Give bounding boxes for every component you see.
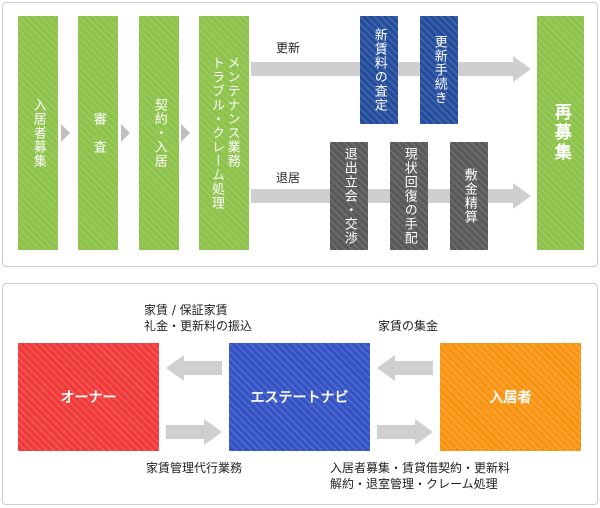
moveout-item-restoration: 現状回復の手配 [390,142,428,250]
moveout-item-inspection: 退出立会・交渉 [330,142,368,250]
arrow-left-icon [377,355,395,381]
renewal-item-rent-assessment: 新賃料の査定 [360,16,398,124]
arrow-right-icon [513,183,531,209]
renewal-label: 更新 [276,41,301,55]
step-screening: 審 査 [78,16,118,250]
rent-collection-label: 家賃の集金 [378,319,439,333]
moveout-arrow-bar [251,189,514,203]
owner-box: オーナー [18,343,159,451]
owner-service-arrow-bar [166,425,204,439]
step-re-recruitment: 再募集 [537,16,584,250]
step-maintenance: メンテナンス業務 トラブル・クレーム処理 [199,16,249,250]
chevron-right-icon [121,124,130,142]
owner-service-label: 家賃管理代行業務 [146,461,243,475]
rent-arrow-bar [395,361,433,375]
tenant-service-line2: 解約・退室管理・クレーム処理 [330,477,498,491]
step-recruitment: 入居者募集 [18,16,58,250]
moveout-label: 退居 [276,171,301,185]
moveout-item-deposit: 敷金精算 [450,142,488,250]
tenant-service-arrow-bar [377,425,415,439]
company-box: エステートナビ [229,343,370,451]
arrow-right-icon [513,56,531,82]
payment-arrow-bar [184,361,222,375]
step-contract: 契約・入居 [139,16,179,250]
arrow-left-icon [166,355,184,381]
step-maintenance-text: メンテナンス業務 トラブル・クレーム処理 [209,56,240,210]
chevron-right-icon [181,124,190,142]
tenant-service-line1: 入居者募集・賃貸借契約・更新料 [330,461,511,475]
arrow-right-icon [415,419,433,445]
tenant-box: 入居者 [440,343,581,451]
renewal-item-procedure: 更新手続き [420,16,458,124]
chevron-right-icon [61,124,70,142]
payment-label-line2: 礼金・更新料の振込 [144,319,253,333]
arrow-right-icon [204,419,222,445]
payment-label-line1: 家賃 / 保証家賃 [144,303,228,317]
